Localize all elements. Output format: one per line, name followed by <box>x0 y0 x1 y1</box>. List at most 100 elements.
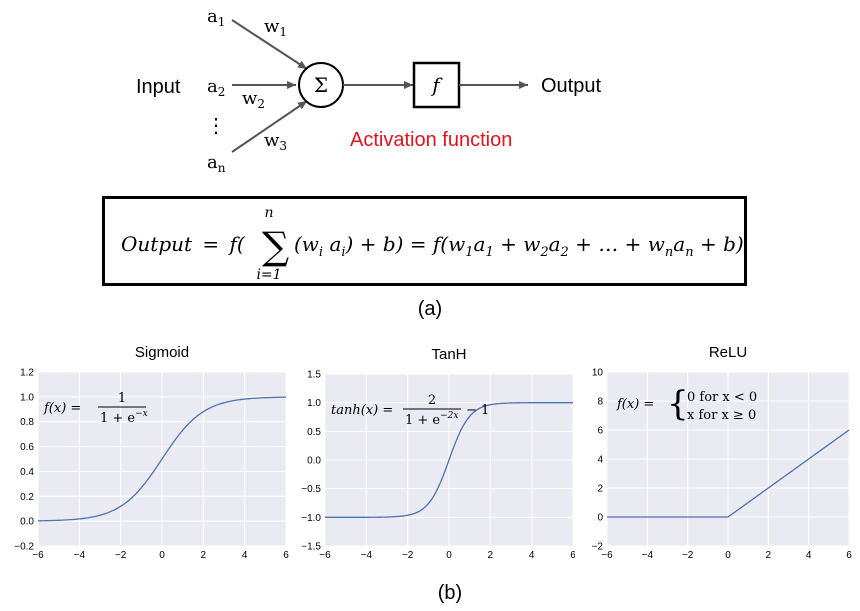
x-tick-label: 2 <box>766 550 772 561</box>
formula-denominator-base: 1 + e <box>405 413 440 428</box>
svg-text:w3: w3 <box>264 130 287 153</box>
formula-after-sum: ) + b) = f(w <box>345 232 466 256</box>
y-tick-label: 0.2 <box>20 492 34 503</box>
weight-w1: w1 <box>264 16 287 39</box>
weight-w3: w3 <box>264 130 287 153</box>
y-tick-label: −1.5 <box>301 542 321 553</box>
formula-summand-w: (w <box>294 232 319 256</box>
y-tick-label: 0.0 <box>20 517 34 528</box>
y-tick-label: 0.5 <box>307 427 321 438</box>
caption-b: (b) <box>438 582 462 604</box>
x-tick-label: 2 <box>201 550 207 561</box>
formula-t2-a-sub: 2 <box>560 245 569 260</box>
svg-text:w2: w2 <box>242 88 265 111</box>
weight-w2-base: w <box>242 88 258 109</box>
input-a2: a2 <box>207 76 225 99</box>
x-tick-label: −6 <box>319 550 331 561</box>
formula-middle: + … + w <box>569 232 665 256</box>
input-a1-sub: 1 <box>218 15 226 29</box>
weight-w1-sub: 1 <box>279 25 287 39</box>
formula-end: + b) <box>694 232 744 256</box>
formula-lhs: tanh(x) = <box>331 403 393 418</box>
formula-t2-a: a <box>549 232 561 256</box>
formula-t1-w-sub: 1 <box>465 245 473 260</box>
formula-f-open: f( <box>228 232 246 256</box>
formula-summand-a-sub: i <box>341 245 345 260</box>
x-tick-label: −4 <box>361 550 373 561</box>
y-tick-label: 1.0 <box>307 398 321 409</box>
formula-denominator: 1 + e−2x <box>405 411 458 428</box>
weight-w2: w2 <box>242 88 265 111</box>
formula-numerator: 2 <box>428 393 436 408</box>
y-tick-label: 0.6 <box>20 442 34 453</box>
y-tick-label: −1.0 <box>301 513 321 524</box>
svg-text:Output = f(: Output = f( <box>121 232 246 256</box>
y-tick-label: −0.2 <box>14 542 34 553</box>
formula-denominator-base: 1 + e <box>100 411 135 426</box>
x-tick-label: −2 <box>682 550 694 561</box>
formula-annotation: tanh(x) = 2 1 + e−2x − 1 <box>331 393 489 428</box>
input-a2-base: a <box>207 76 218 97</box>
x-tick-label: 4 <box>806 550 812 561</box>
x-tick-label: 6 <box>846 550 852 561</box>
formula-lhs: f(x) = <box>43 401 81 416</box>
y-tick-label: 4 <box>597 455 603 466</box>
formula-denominator-exponent: −2x <box>440 411 458 421</box>
x-tick-label: 2 <box>488 550 494 561</box>
chart-title: Sigmoid <box>135 344 189 361</box>
y-tick-label: −2 <box>592 542 604 553</box>
x-tick-label: −6 <box>32 550 44 561</box>
weight-w1-base: w <box>264 16 280 37</box>
x-tick-label: −6 <box>601 550 613 561</box>
formula-sum-upper: n <box>264 205 273 221</box>
output-formula: Output = f( ∑ n i=1 (wi ai) + b) = f(w1a… <box>121 205 744 283</box>
edge-an <box>231 100 308 153</box>
input-an-sub: n <box>218 161 226 175</box>
formula-numerator: 1 <box>118 391 126 406</box>
formula-case-2: x for x ≥ 0 <box>687 408 756 423</box>
activation-function-label: Activation function <box>350 129 512 151</box>
formula-tn-a-sub: n <box>685 245 693 260</box>
formula-eq: = <box>202 232 219 256</box>
svg-text:w1: w1 <box>264 16 287 39</box>
formula-tn-a: a <box>673 232 685 256</box>
formula-sum-lower: i=1 <box>256 267 281 283</box>
output-formula-box: Output = f( ∑ n i=1 (wi ai) + b) = f(w1a… <box>102 196 747 286</box>
chart-title: TanH <box>431 346 466 363</box>
formula-annotation: f(x) = 1 1 + e−x <box>43 391 148 426</box>
output-label: Output <box>541 75 601 97</box>
input-a1-base: a <box>207 6 218 27</box>
x-tick-label: 4 <box>242 550 248 561</box>
y-tick-label: 10 <box>592 368 604 379</box>
formula-summand-a: a <box>323 232 341 256</box>
formula-lhs: f(x) = <box>616 397 654 412</box>
caption-a: (a) <box>418 298 442 320</box>
y-tick-label: 6 <box>597 426 603 437</box>
formula-t1-a: a <box>474 232 486 256</box>
y-tick-label: −0.5 <box>301 484 321 495</box>
y-tick-label: 0.0 <box>307 456 321 467</box>
formula-denominator: 1 + e−x <box>100 409 148 426</box>
y-tick-label: 1.2 <box>20 368 34 379</box>
formula-tail: − 1 <box>466 403 489 418</box>
x-tick-label: 6 <box>570 550 575 561</box>
svg-text:a2: a2 <box>207 76 225 99</box>
formula-lhs: Output <box>121 232 193 256</box>
formula-brace: { <box>667 384 689 424</box>
formula-summand-w-sub: i <box>319 245 323 260</box>
x-tick-label: 0 <box>159 550 165 561</box>
activation-box <box>412 61 461 109</box>
svg-text:an: an <box>207 152 226 175</box>
x-tick-label: −2 <box>402 550 414 561</box>
weight-w3-sub: 3 <box>279 139 287 153</box>
edge-a1 <box>231 19 308 70</box>
weight-w2-sub: 2 <box>257 97 265 111</box>
x-tick-label: −4 <box>642 550 654 561</box>
formula-t2-w-sub: 2 <box>539 245 548 260</box>
formula-plus-1: + w <box>494 232 541 256</box>
x-tick-label: −4 <box>74 550 86 561</box>
input-ellipsis: ⋮ <box>206 113 226 137</box>
